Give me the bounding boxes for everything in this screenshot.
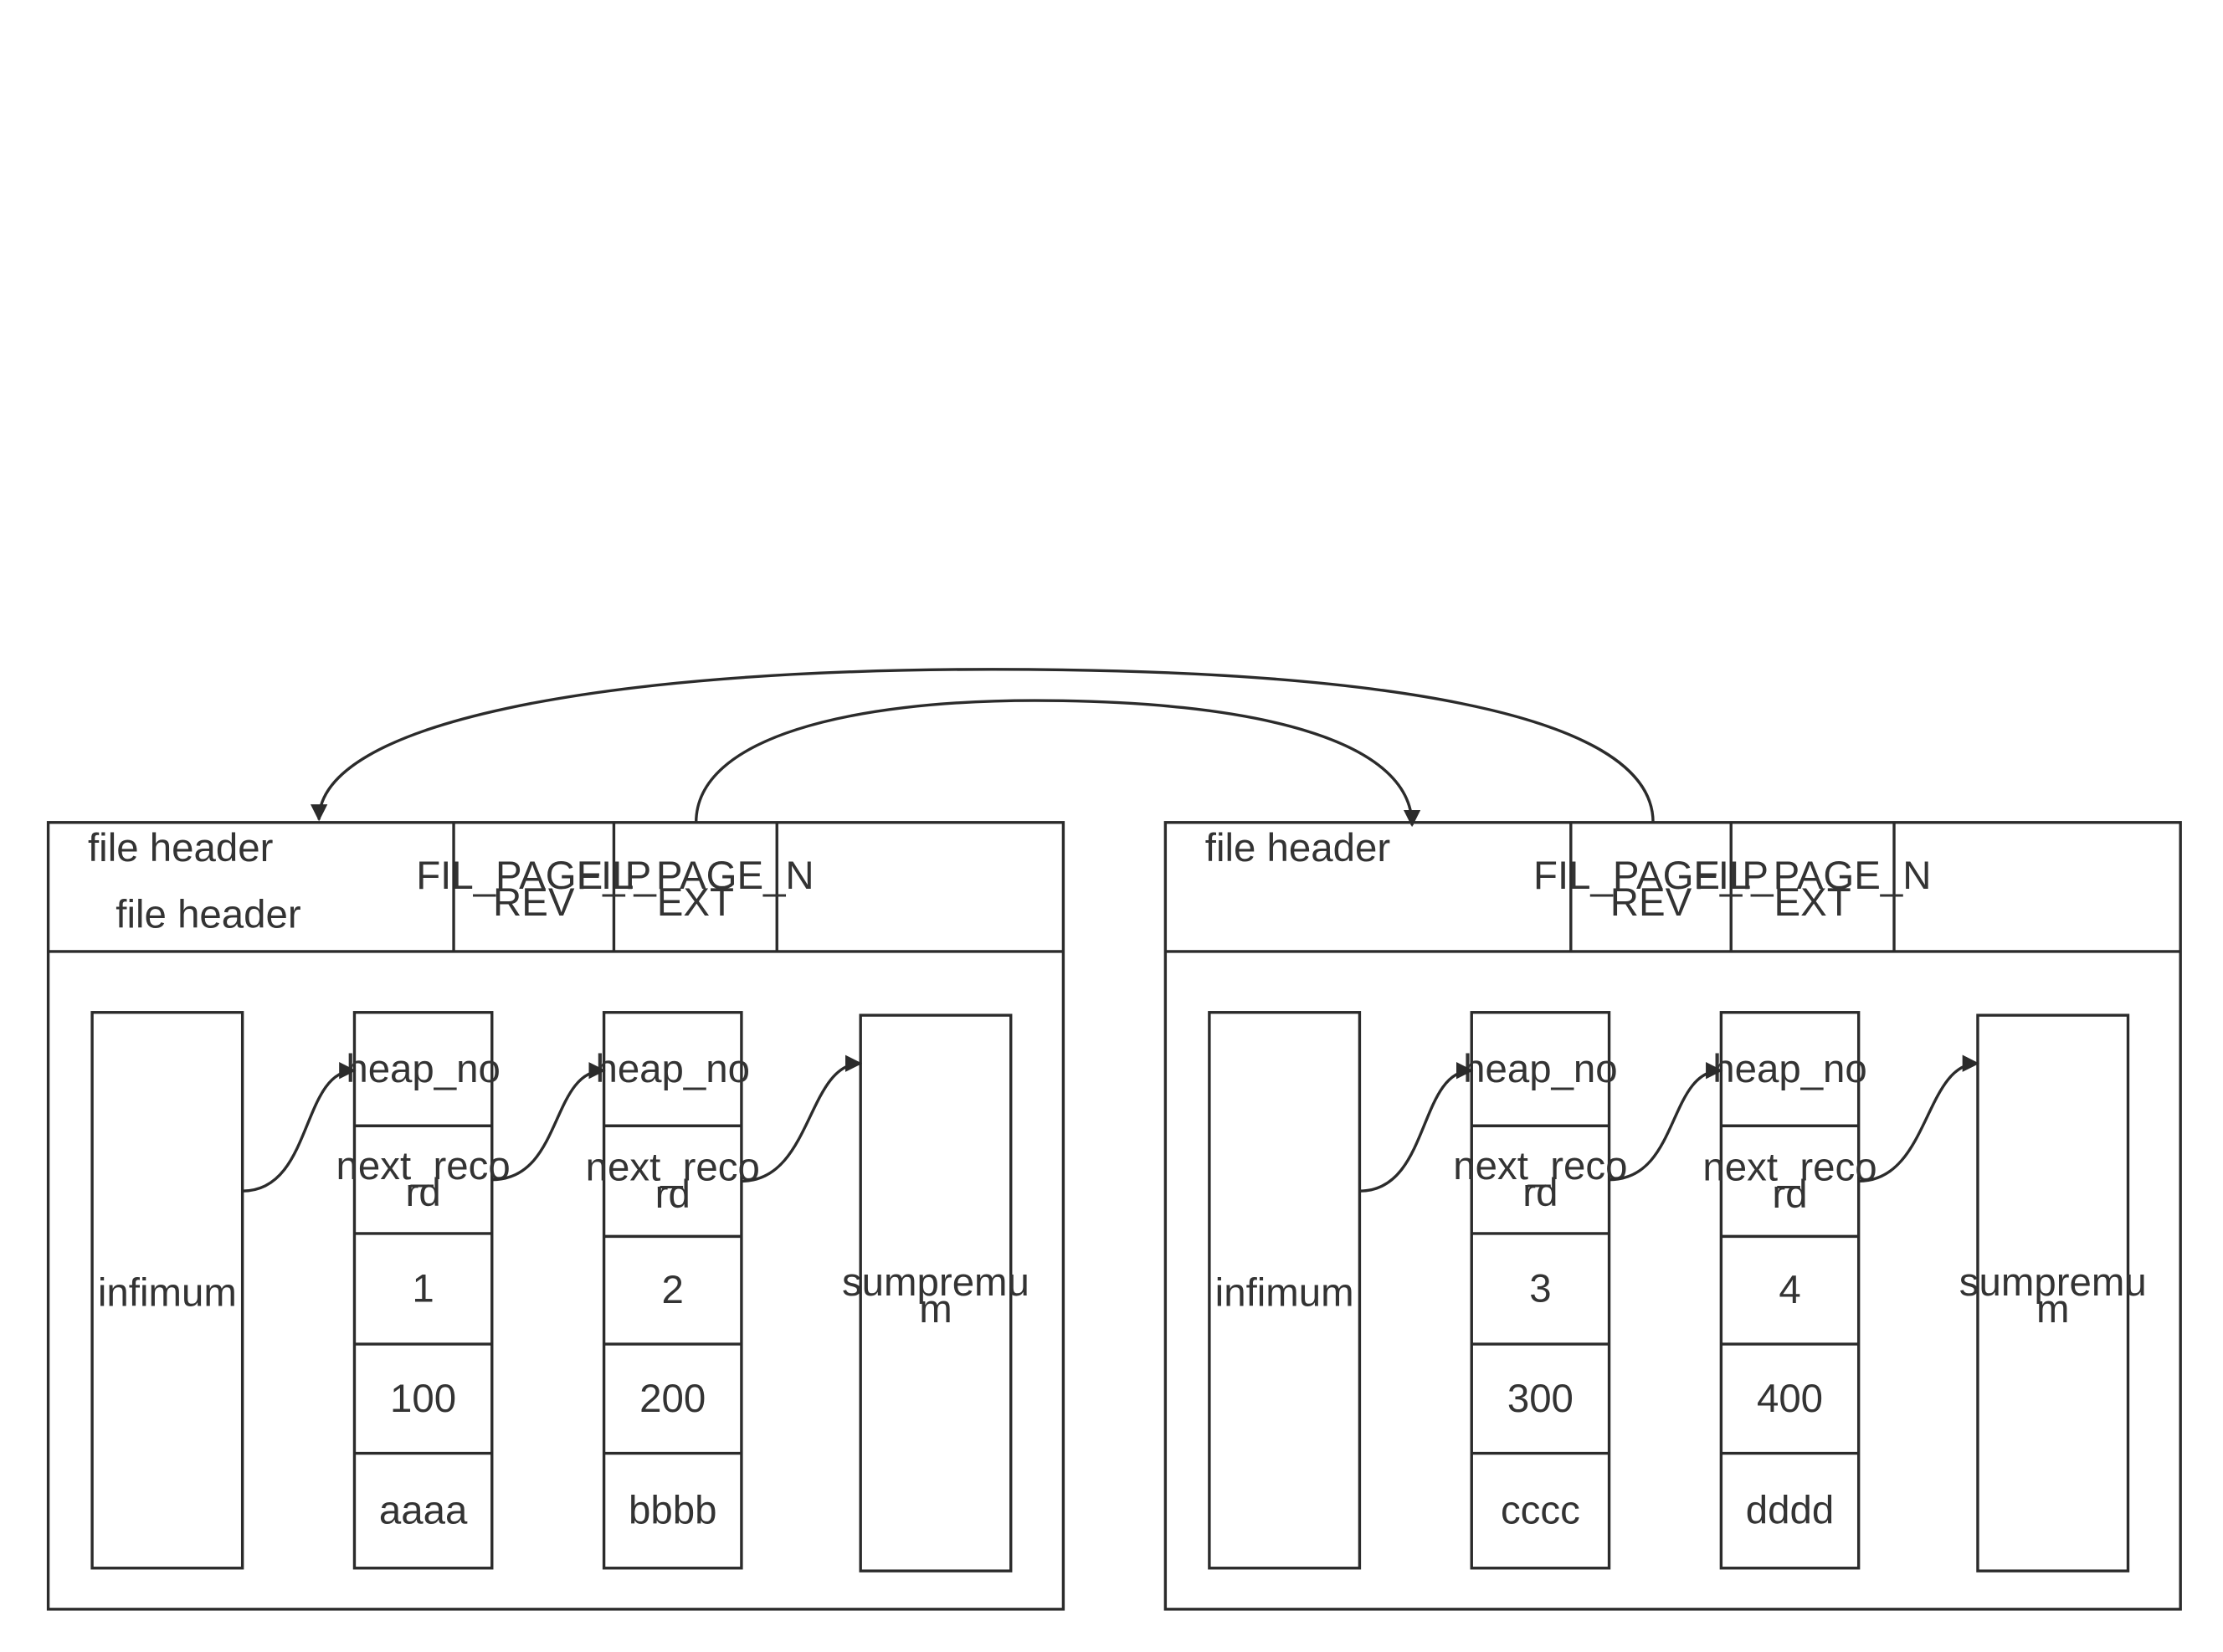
next-record-field: next_reco [336,1144,511,1188]
file-header-label: file header [1205,826,1390,870]
page-next-link-arrow [695,699,1421,828]
supremum-label: sumpremu [1959,1260,2147,1305]
page-frame [1163,821,2182,1611]
fil-page-prev-label: FIL_PAGE_P [1533,854,1769,898]
record-id-field: 3 [1529,1267,1551,1311]
record-text-field: aaaa [379,1489,468,1533]
next-record-field: rd [406,1171,441,1215]
record-box [1719,1011,1861,1570]
record-text-field: bbbb [629,1489,716,1533]
record-link-arrow [242,1062,357,1193]
fil-page-next-label: FIL_PAGE_N [577,854,814,898]
fil-page-next-label: EXT [657,880,734,925]
next-record-field: rd [1522,1171,1558,1215]
record-value-field: 200 [639,1377,706,1421]
heap-no-field: heap_no [595,1047,750,1091]
supremum-label: m [919,1287,952,1331]
next-record-field: next_reco [1453,1144,1627,1188]
page-frame [46,821,1065,1611]
record-box [602,1011,743,1570]
record-link-arrow [491,1062,606,1182]
heap-no-field: heap_no [346,1047,501,1091]
record-value-field: 100 [390,1377,456,1421]
supremum-label: m [2036,1287,2070,1331]
file-header-label: file header [116,892,300,936]
infimum-label: infimum [1215,1271,1354,1316]
infimum-label: infimum [98,1271,237,1316]
record-id-field: 2 [662,1268,684,1312]
record-box [352,1011,494,1570]
infimum-record [1208,1011,1362,1570]
infimum-record [90,1011,244,1570]
fil-page-next-label: FIL_PAGE_N [1694,854,1932,898]
next-record-field: rd [655,1172,691,1217]
next-record-field: next_reco [1702,1146,1876,1190]
next-record-field: rd [1772,1172,1807,1217]
page-prev-link-arrow [311,668,1655,823]
record-box [1470,1011,1611,1570]
next-record-field: next_reco [586,1146,760,1190]
record-value-field: 300 [1507,1377,1574,1421]
record-link-arrow [1609,1062,1723,1182]
supremum-record [859,1013,1013,1572]
fil-page-prev-label: REV [493,880,575,925]
supremum-record [1976,1013,2130,1572]
record-value-field: 400 [1757,1377,1823,1421]
fil-page-prev-label: REV [1610,880,1692,925]
fil-page-next-label: EXT [1774,880,1851,925]
file-header-label: file header [88,826,273,870]
record-id-field: 1 [412,1267,434,1311]
record-text-field: dddd [1746,1489,1834,1533]
heap-no-field: heap_no [1463,1047,1618,1091]
record-link-arrow [1359,1062,1474,1193]
fil-page-prev-label: FIL_PAGE_P [416,854,651,898]
record-link-arrow [741,1054,863,1183]
record-text-field: cccc [1501,1489,1580,1533]
heap-no-field: heap_no [1712,1047,1867,1091]
supremum-label: sumpremu [842,1260,1029,1305]
record-id-field: 4 [1779,1268,1800,1312]
record-link-arrow [1858,1054,1979,1183]
